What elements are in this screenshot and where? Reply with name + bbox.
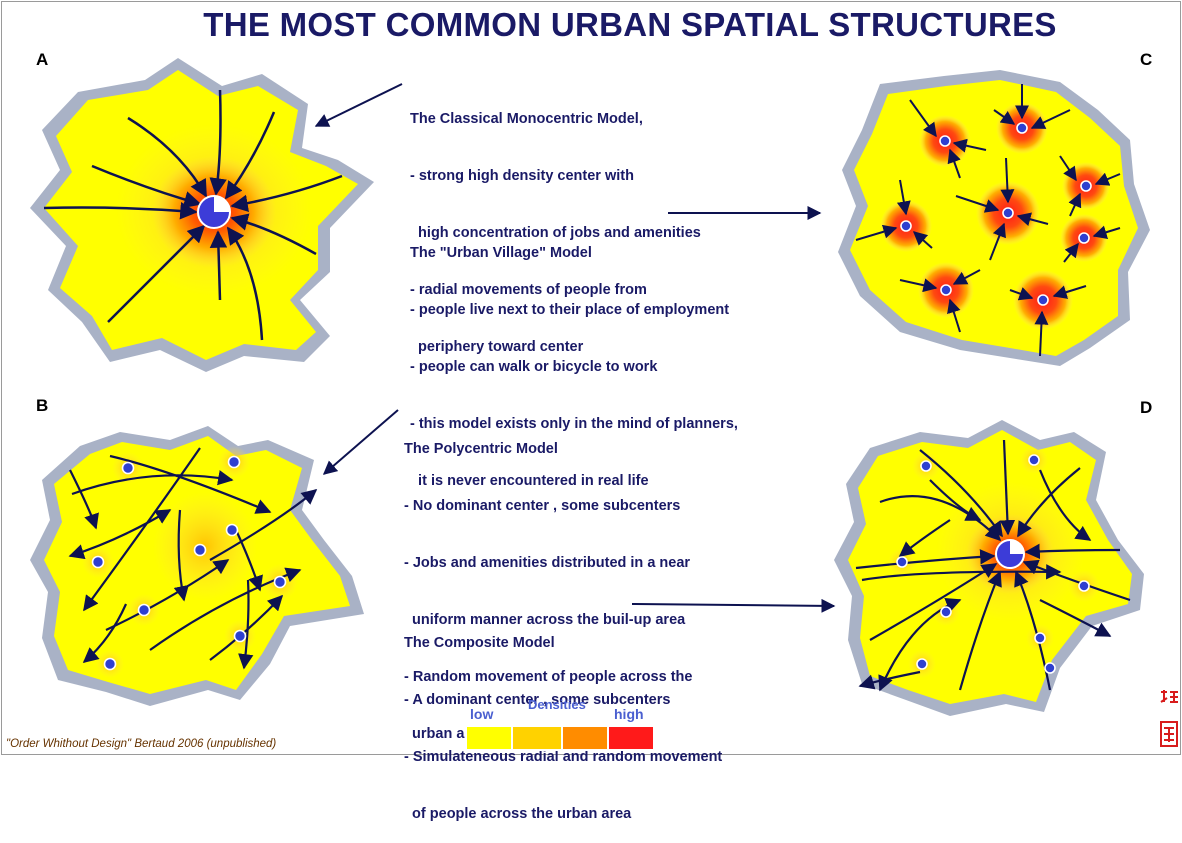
figure-frame xyxy=(1,1,1181,755)
urban-village-line: it is never encountered in real life xyxy=(410,473,649,489)
urban-village-line: - people can walk or bicycle to work xyxy=(410,359,658,375)
monocentric-line: - strong high density center with xyxy=(410,168,634,184)
polycentric-line: uniform manner across the buil-up area xyxy=(404,612,686,628)
urban-village-description: The "Urban Village" Model - people live … xyxy=(410,206,738,510)
urban-village-line: - this model exists only in the mind of … xyxy=(410,416,738,432)
monocentric-line: The Classical Monocentric Model, xyxy=(410,111,643,127)
pointer-arrow-b xyxy=(322,409,399,475)
panel-label-d: D xyxy=(1140,398,1153,417)
legend-swatch-2 xyxy=(511,725,563,751)
panel-label-c: C xyxy=(1140,50,1153,69)
panel-label-a: A xyxy=(36,50,49,69)
legend-swatch-4 xyxy=(607,725,655,751)
legend-low-label: low xyxy=(470,706,494,722)
seal-stamp xyxy=(1160,690,1178,747)
monocentric-line: high concentration of jobs and amenities xyxy=(410,225,701,241)
pointer-arrow-a xyxy=(314,83,403,127)
pointer-arrows xyxy=(314,83,836,613)
polycentric-line: - Jobs and amenities distributed in a ne… xyxy=(404,555,691,571)
monocentric-line: periphery toward center xyxy=(410,339,584,355)
polycentric-line: The Polycentric Model xyxy=(404,441,558,457)
page-title: THE MOST COMMON URBAN SPATIAL STRUCTURES xyxy=(203,6,1057,43)
composite-line: The Composite Model xyxy=(404,635,555,651)
urban-village-line: The "Urban Village" Model xyxy=(410,245,592,261)
panel-a-map xyxy=(30,58,374,372)
legend-swatch-1 xyxy=(465,725,513,751)
composite-line: of people across the urban area xyxy=(404,806,632,822)
composite-line: - A dominant center , some subcenters xyxy=(404,692,671,708)
polycentric-line: - No dominant center , some subcenters xyxy=(404,498,681,514)
panel-b-map xyxy=(30,426,364,706)
legend-high-label: high xyxy=(614,706,644,722)
density-legend xyxy=(465,725,655,751)
pointer-arrow-d xyxy=(631,598,836,613)
legend-title: Densities xyxy=(528,697,586,712)
polycentric-description: The Polycentric Model - No dominant cent… xyxy=(404,402,692,763)
urban-village-line: - people live next to their place of emp… xyxy=(410,302,730,318)
legend-swatch-3 xyxy=(561,725,609,751)
monocentric-line: - radial movements of people from xyxy=(410,282,647,298)
monocentric-description: The Classical Monocentric Model, - stron… xyxy=(410,72,701,376)
polycentric-line: - Random movement of people across the xyxy=(404,669,693,685)
panel-label-b: B xyxy=(36,396,49,415)
panel-d-map xyxy=(834,420,1144,716)
diagram-canvas xyxy=(30,58,1150,751)
credit-note: "Order Whithout Design" Bertaud 2006 (un… xyxy=(6,738,277,750)
panel-c-map xyxy=(838,70,1150,366)
